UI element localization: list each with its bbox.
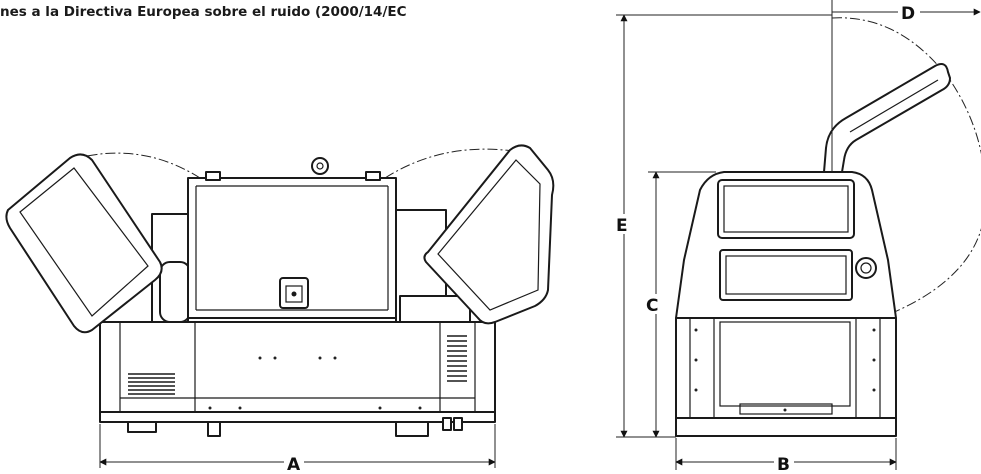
left-fuel-fitting	[127, 421, 157, 433]
side-view-generator: D E C B	[614, 0, 981, 474]
left-foot	[207, 421, 221, 437]
lifting-eye	[311, 157, 329, 175]
drain-valve	[442, 417, 452, 431]
front-view-generator: A	[5, 144, 555, 474]
side-base-frame	[675, 417, 897, 437]
directive-heading: nes a la Directiva Europea sobre el ruid…	[0, 4, 407, 20]
right-foot	[395, 421, 429, 437]
dimension-label-b: B	[777, 455, 790, 474]
left-louver-vent	[128, 373, 175, 395]
lifted-hood-arm	[823, 63, 951, 173]
dimension-label-c: C	[646, 296, 658, 316]
hood-swing-arc	[831, 17, 981, 319]
base-skid	[99, 411, 496, 423]
intake-duct	[159, 261, 191, 323]
dimension-label-d: D	[901, 4, 915, 24]
fuel-cap	[855, 257, 877, 279]
side-lower-enclosure	[675, 317, 897, 419]
lower-enclosure	[99, 321, 496, 413]
lower-window	[719, 249, 853, 301]
right-open-door	[423, 144, 555, 325]
dimension-label-a: A	[287, 455, 301, 474]
left-door-swing-arc	[69, 152, 201, 179]
right-louver-vent	[447, 335, 467, 382]
left-open-door	[5, 153, 163, 334]
dimension-label-e: E	[616, 216, 628, 236]
upper-window	[717, 179, 855, 239]
